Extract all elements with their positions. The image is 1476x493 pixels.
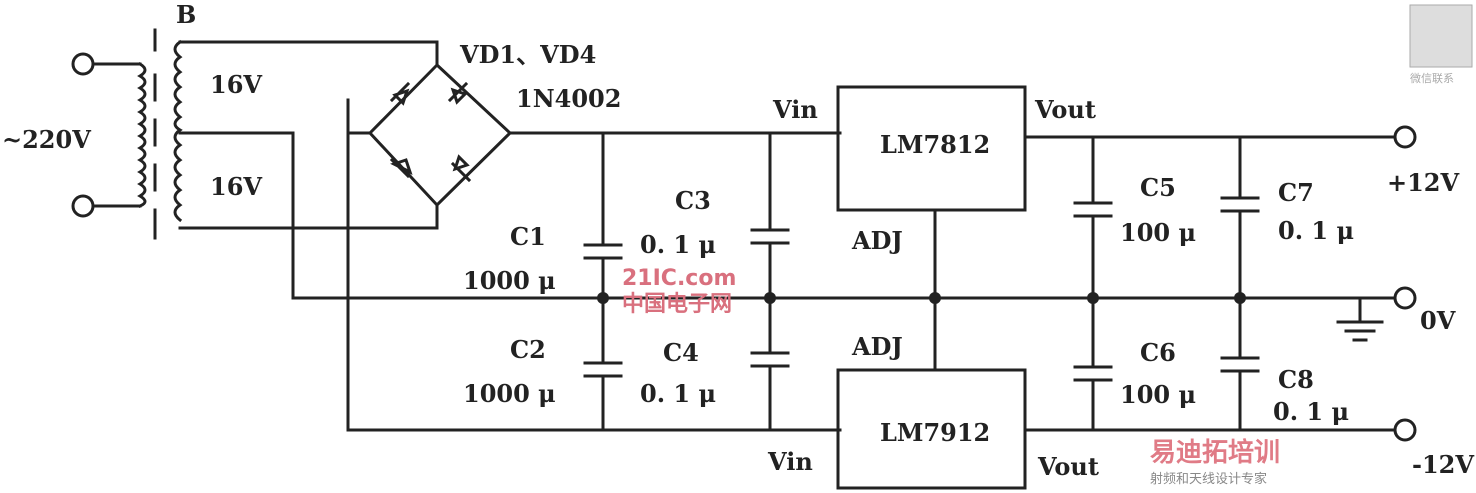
lm7912-name: LM7912 xyxy=(880,418,991,447)
c8-value: 0. 1 μ xyxy=(1273,397,1350,426)
watermark-sub: 射频和天线设计专家 xyxy=(1150,472,1268,487)
lm7812-box xyxy=(836,85,1027,212)
c2-name: C2 xyxy=(510,335,546,364)
output-gnd-label: 0V xyxy=(1420,306,1456,335)
c7-name: C7 xyxy=(1278,178,1314,207)
output-pos-label: +12V xyxy=(1387,168,1460,197)
c5-value: 100 μ xyxy=(1120,218,1197,247)
c2-value: 1000 μ xyxy=(463,379,556,408)
lm7912-box xyxy=(836,368,1027,490)
bridge-part-label: 1N4002 xyxy=(516,84,622,113)
c3-value: 0. 1 μ xyxy=(640,230,717,259)
output-terminals xyxy=(1393,125,1417,442)
lm7812-vout: Vout xyxy=(1035,95,1096,124)
watermark-brand: 易迪拓培训 xyxy=(1150,438,1281,468)
input-terminals xyxy=(71,52,142,218)
lm7912-vin: Vin xyxy=(768,447,813,476)
lm7812-name: LM7812 xyxy=(880,130,991,159)
lm7912-vout: Vout xyxy=(1038,452,1099,481)
c1-value: 1000 μ xyxy=(463,266,556,295)
qr-caption: 微信联系 xyxy=(1410,72,1454,85)
junction-dots xyxy=(597,292,1246,304)
output-neg-label: -12V xyxy=(1412,450,1474,479)
watermark-center: 21IC.com 中国电子网 xyxy=(622,266,737,317)
c7-value: 0. 1 μ xyxy=(1278,216,1355,245)
c1-name: C1 xyxy=(510,222,546,251)
c4-name: C4 xyxy=(663,338,699,367)
lm7912-adj: ADJ xyxy=(852,332,903,361)
secondary-2-label: 16V xyxy=(210,172,263,201)
secondary-winding xyxy=(173,39,183,223)
bridge-label: VD1、VD4 xyxy=(460,40,597,69)
transformer-label: B xyxy=(176,0,197,29)
c8-name: C8 xyxy=(1278,365,1314,394)
c6-name: C6 xyxy=(1140,338,1176,367)
secondary-1-label: 16V xyxy=(210,70,263,99)
qr-code xyxy=(1409,4,1473,68)
c3-name: C3 xyxy=(675,186,711,215)
c6-value: 100 μ xyxy=(1120,380,1197,409)
bridge-rectifier xyxy=(367,62,513,208)
input-voltage-label: ~220V xyxy=(2,125,91,154)
c5-name: C5 xyxy=(1140,173,1176,202)
capacitor-plates xyxy=(583,196,1260,382)
primary-winding xyxy=(137,61,147,208)
lm7812-vin: Vin xyxy=(773,95,818,124)
c4-value: 0. 1 μ xyxy=(640,379,717,408)
lm7812-adj: ADJ xyxy=(852,226,903,255)
